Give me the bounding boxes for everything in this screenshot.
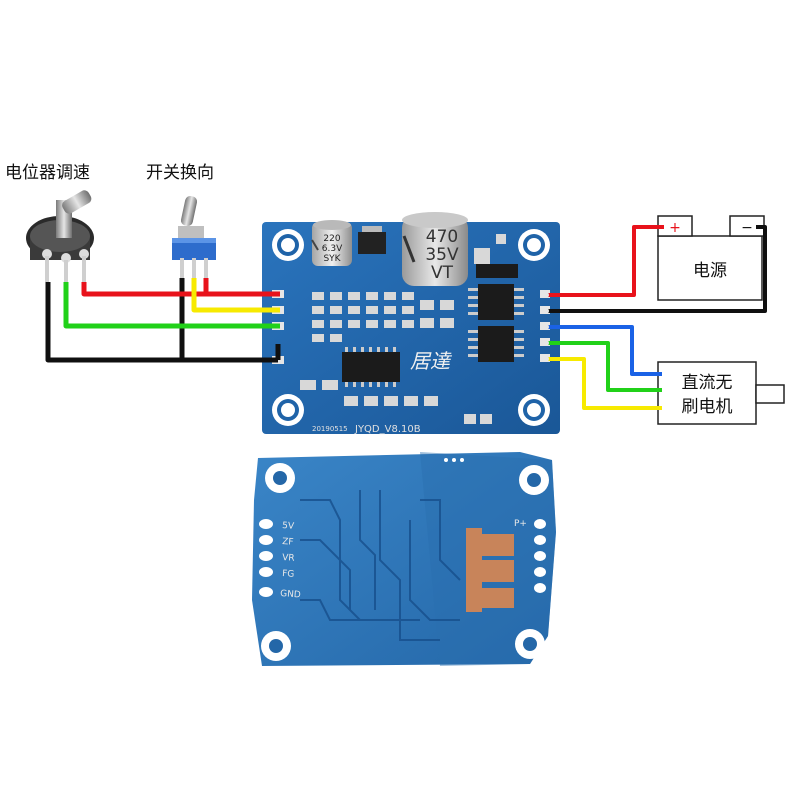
toggle-switch-icon: [172, 196, 216, 278]
mosfet-chip-icon: [468, 284, 524, 362]
regulator-icon: [358, 232, 386, 254]
pin-label-vr: VR: [282, 553, 295, 564]
large-cap-line2: 35V: [425, 245, 459, 265]
pin-label-fg: FG: [282, 569, 295, 580]
motor-label-line1: 直流无: [682, 373, 733, 393]
ic-chip-icon: [342, 347, 400, 387]
board-model: JYQD_V8.10B: [354, 424, 421, 435]
large-cap-line1: 470: [426, 227, 458, 247]
battery-minus-label: −: [741, 220, 753, 236]
driver-board-bottom: [252, 452, 556, 666]
battery-plus-label: +: [669, 220, 681, 236]
small-cap-line2: 6.3V: [322, 244, 343, 254]
motor-icon: [657, 361, 785, 425]
pin-label-zf: ZF: [282, 537, 294, 548]
motor-label-line2: 刷电机: [682, 397, 733, 417]
right-wire-pins: [543, 292, 549, 362]
large-capacitor-icon: [402, 212, 468, 286]
pin-label-5v: 5V: [282, 521, 295, 532]
driver-board-top: 220 6.3V SYK 470 35V VT: [262, 212, 560, 435]
small-capacitor-icon: [311, 220, 352, 266]
small-cap-line1: 220: [323, 234, 340, 244]
pin-label-p-plus: P+: [514, 519, 527, 529]
battery-label: 电源: [693, 261, 727, 281]
potentiometer-icon: [26, 190, 94, 282]
pin-label-gnd: GND: [280, 589, 301, 600]
board-logo: 居達: [410, 349, 453, 373]
large-cap-line3: VT: [431, 263, 454, 283]
battery-icon: [657, 215, 765, 301]
potentiometer-label: 电位器调速: [5, 163, 90, 183]
left-wires: [45, 278, 281, 363]
switch-label: 开关换向: [146, 163, 214, 183]
right-wires: [546, 225, 767, 410]
board-date-code: 20190515: [312, 425, 348, 433]
small-cap-line3: SYK: [323, 254, 341, 264]
